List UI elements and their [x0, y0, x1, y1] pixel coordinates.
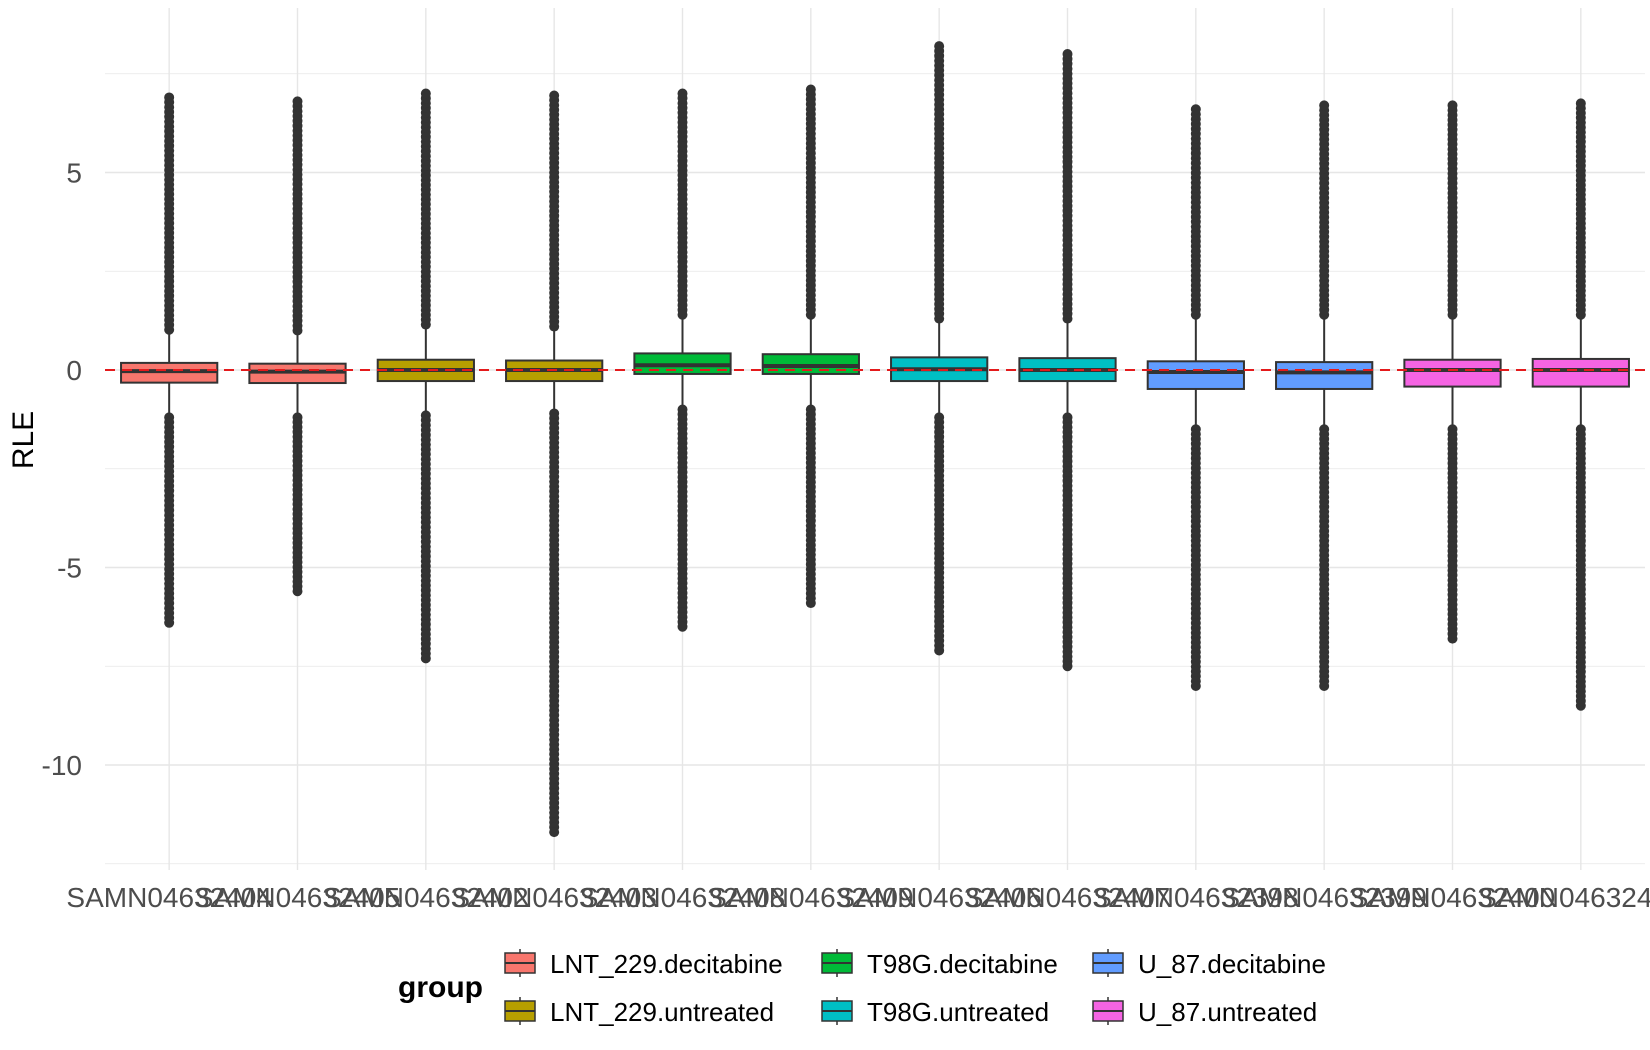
outlier-point — [549, 827, 560, 838]
box-SAMN04632409 — [761, 84, 860, 609]
y-tick-label: 5 — [66, 158, 82, 189]
legend-entry: U_87.decitabine — [1092, 949, 1326, 979]
legend-label: U_87.decitabine — [1138, 949, 1326, 979]
legend-label: T98G.untreated — [867, 997, 1049, 1027]
box-SAMN04632407 — [1018, 49, 1117, 672]
box-SAMN04632402 — [376, 88, 475, 664]
box-SAMN04632398 — [1146, 104, 1245, 691]
x-tick-label: SAMN04632404 — [66, 882, 271, 913]
legend-label: LNT_229.decitabine — [550, 949, 783, 979]
outlier-point — [677, 621, 688, 632]
outlier-point — [292, 586, 303, 597]
outlier-point — [549, 90, 560, 101]
outlier-point — [677, 88, 688, 99]
box-plots — [105, 41, 1645, 838]
box-SAMN04632403 — [505, 90, 604, 838]
box-SAMN04632399 — [1275, 100, 1374, 691]
axes: 50-5-10SAMN04632404SAMN04632405SAMN04632… — [42, 158, 1650, 914]
box-SAMN04632408 — [633, 88, 732, 632]
outlier-point — [1447, 100, 1458, 111]
outlier-point — [805, 84, 816, 95]
x-tick-label: SAMN04632400 — [1350, 882, 1555, 913]
x-tick-label: SAMN04632403 — [451, 882, 656, 913]
legend-label: LNT_229.untreated — [550, 997, 774, 1027]
y-tick-label: -10 — [42, 750, 82, 781]
y-axis-title: RLE — [7, 411, 40, 469]
box-iqr — [1146, 360, 1245, 390]
legend-entry: LNT_229.decitabine — [504, 949, 783, 979]
outlier-point — [1575, 98, 1586, 109]
x-tick-label: SAMN04632406 — [836, 882, 1041, 913]
legend-title: group — [398, 971, 483, 1004]
x-tick-label: SAMN04632407 — [965, 882, 1170, 913]
outlier-point — [1319, 100, 1330, 111]
outlier-point — [805, 598, 816, 609]
legend-entry: T98G.decitabine — [821, 949, 1058, 979]
x-tick-label: SAMN04632401 — [1478, 882, 1650, 913]
outlier-point — [164, 617, 175, 628]
x-tick-label: SAMN04632399 — [1221, 882, 1426, 913]
outlier-point — [934, 645, 945, 656]
x-tick-label: SAMN04632402 — [323, 882, 528, 913]
outlier-point — [292, 96, 303, 107]
box-iqr — [1531, 357, 1630, 388]
x-tick-label: SAMN04632398 — [1093, 882, 1298, 913]
box-SAMN04632405 — [248, 96, 347, 597]
box-SAMN04632406 — [890, 41, 989, 656]
outlier-point — [164, 92, 175, 103]
y-tick-label: 0 — [66, 355, 82, 386]
outlier-point — [1062, 661, 1073, 672]
legend: group LNT_229.decitabineLNT_229.untreate… — [398, 949, 1326, 1027]
box-iqr — [1275, 361, 1374, 390]
x-tick-label: SAMN04632409 — [708, 882, 913, 913]
x-tick-label: SAMN04632408 — [580, 882, 785, 913]
legend-entry: LNT_229.untreated — [504, 997, 774, 1027]
box-SAMN04632400 — [1403, 100, 1502, 644]
legend-label: T98G.decitabine — [867, 949, 1058, 979]
grid-lines — [105, 8, 1645, 870]
box-SAMN04632404 — [120, 92, 219, 628]
outlier-point — [420, 653, 431, 664]
legend-entry: U_87.untreated — [1092, 997, 1317, 1027]
box-SAMN04632401 — [1531, 98, 1630, 711]
outlier-point — [1062, 49, 1073, 59]
outlier-point — [420, 88, 431, 99]
outlier-point — [1575, 700, 1586, 711]
outlier-point — [1190, 681, 1201, 691]
outlier-point — [1447, 633, 1458, 644]
outlier-point — [1319, 681, 1330, 691]
x-tick-label: SAMN04632405 — [195, 882, 400, 913]
box-iqr — [1403, 358, 1502, 388]
legend-entry: T98G.untreated — [821, 997, 1049, 1027]
legend-label: U_87.untreated — [1138, 997, 1317, 1027]
outlier-point — [934, 41, 945, 52]
y-tick-label: -5 — [57, 553, 82, 584]
outlier-point — [1190, 104, 1201, 115]
